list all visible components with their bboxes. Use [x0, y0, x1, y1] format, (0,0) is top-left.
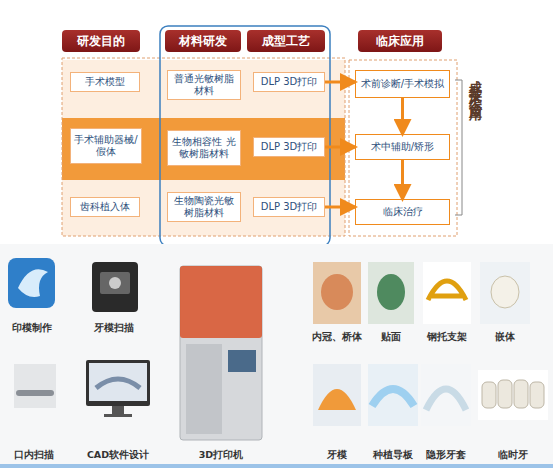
- node-text: 普通光敏树脂材料: [171, 73, 237, 97]
- photo-caption: 口内扫描: [4, 449, 64, 461]
- photo-caption: 内冠、桥体: [306, 331, 368, 343]
- photo-model: [318, 389, 356, 410]
- column-header: 成型工艺: [247, 30, 325, 52]
- node-text: DLP 3D打印: [261, 141, 318, 153]
- row-band: [62, 118, 345, 180]
- bracket: [455, 80, 462, 215]
- photo-model: [313, 364, 361, 426]
- photo-veneer: [368, 262, 414, 324]
- column-header: 材料研发: [165, 30, 241, 52]
- row-band: [62, 180, 345, 236]
- process-box: DLP 3D打印: [253, 72, 325, 92]
- node-text: DLP 3D打印: [261, 201, 318, 213]
- photo-caption: 钢托支架: [419, 331, 475, 343]
- process-box: 生物相容性 光敏树脂材料: [167, 130, 241, 166]
- node-text: 手术辅助器械/假体: [74, 134, 138, 158]
- node-text: 材料研发: [179, 35, 227, 47]
- cad-monitor: [89, 363, 147, 401]
- photo-caption: 嵌体: [478, 331, 532, 343]
- photo-caption: 3D打印机: [184, 449, 258, 461]
- photo-guide: [368, 364, 418, 426]
- photo-caption: 贴面: [364, 331, 418, 343]
- photo-guide: [372, 389, 414, 406]
- printer-screen: [228, 350, 256, 372]
- node-text: 手术模型: [85, 76, 125, 88]
- dashed-frame: [62, 58, 345, 236]
- photo-frame: [428, 281, 466, 300]
- node-text: 术中辅助/矫形: [371, 141, 434, 153]
- node-text: 成型工艺: [262, 35, 310, 47]
- printer-cover: [180, 266, 262, 338]
- photo-frame: [423, 262, 471, 324]
- process-box: 齿科植入体: [70, 197, 140, 217]
- process-box: 生物陶瓷光敏树脂材料: [167, 192, 241, 222]
- intraoral-scanner: [16, 390, 54, 396]
- node-text: 生物相容性 光敏树脂材料: [171, 136, 237, 160]
- photo-caption: 印模制作: [4, 322, 60, 334]
- process-box: 手术模型: [70, 72, 140, 92]
- photo-caption: 牙模扫描: [84, 322, 144, 334]
- icon-impression: [8, 258, 55, 308]
- photo-temp-teeth: [482, 382, 496, 408]
- column-header: 临床应用: [358, 30, 442, 52]
- photo-aligner: [426, 389, 466, 410]
- photo-temp-teeth: [498, 380, 512, 408]
- cad-monitor: [112, 406, 124, 414]
- photo-area: [0, 244, 553, 468]
- material-process-frame: [160, 26, 330, 246]
- column-header: 研发目的: [62, 30, 140, 52]
- photo-caption: 种植导板: [364, 449, 422, 461]
- photo-inlay: [491, 276, 519, 308]
- photo-crown: [313, 262, 361, 324]
- row-band: [62, 60, 345, 118]
- scanner: [92, 262, 138, 312]
- clinical-box: 术中辅助/矫形: [355, 134, 450, 160]
- clinical-box: 术前诊断/手术模拟: [355, 70, 450, 98]
- photo-inlay: [480, 262, 530, 324]
- photo-aligner: [421, 364, 471, 426]
- flow-arrow: [325, 206, 355, 209]
- cad-monitor: [104, 414, 132, 417]
- photo-crown: [321, 274, 353, 310]
- node-text: 研发目的: [77, 35, 125, 47]
- node-text: 临床治疗: [383, 206, 423, 218]
- flow-arrow: [401, 98, 404, 134]
- side-caption: 成套技术综合应用: [464, 70, 484, 102]
- printer-body: [186, 344, 222, 434]
- process-box: 普通光敏树脂材料: [167, 70, 241, 100]
- process-box: DLP 3D打印: [253, 197, 325, 217]
- photo-caption: 牙模: [306, 449, 368, 461]
- node-text: 生物陶瓷光敏树脂材料: [171, 195, 237, 219]
- cad-monitor: [86, 360, 150, 406]
- icon-impression: [18, 269, 48, 297]
- photo-temp-teeth: [478, 370, 548, 420]
- printer-body: [180, 266, 262, 440]
- photo-temp-teeth: [530, 382, 544, 408]
- flow-arrow: [325, 146, 355, 149]
- scanner: [100, 272, 130, 294]
- photo-caption: 临时牙: [480, 449, 546, 461]
- clinical-box: 临床治疗: [355, 199, 450, 225]
- node-text: 齿科植入体: [80, 201, 130, 213]
- flow-arrow: [325, 81, 355, 84]
- process-box: 手术辅助器械/假体: [70, 128, 142, 164]
- intraoral-scanner: [14, 364, 56, 408]
- node-text: 术前诊断/手术模拟: [361, 78, 444, 90]
- cad-monitor: [96, 379, 140, 388]
- scanner: [109, 277, 121, 289]
- process-box: DLP 3D打印: [253, 137, 325, 157]
- node-text: 临床应用: [376, 35, 424, 47]
- photo-caption: 隐形牙套: [417, 449, 475, 461]
- node-text: DLP 3D打印: [261, 76, 318, 88]
- dashed-frame: [349, 60, 457, 236]
- photo-caption: CAD软件设计: [80, 449, 156, 461]
- photo-temp-teeth: [514, 380, 528, 408]
- bottom-band: [0, 464, 553, 468]
- flow-arrow: [401, 160, 404, 199]
- photo-veneer: [377, 274, 405, 310]
